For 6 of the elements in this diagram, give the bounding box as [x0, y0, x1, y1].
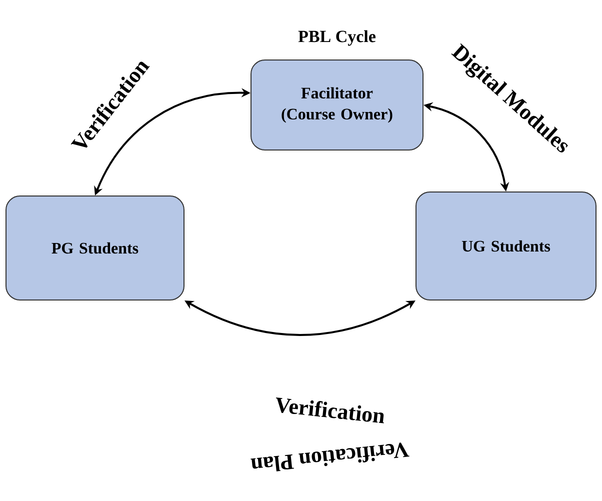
diagram-title: PBL Cycle [298, 30, 376, 46]
process-box: UG Students [416, 192, 596, 300]
edge-label: Verification [276, 397, 384, 424]
arc-label: Verification Plan [250, 442, 410, 472]
process-box: PG Students [6, 196, 184, 300]
process-box: Facilitator (Course Owner) [250, 60, 424, 150]
